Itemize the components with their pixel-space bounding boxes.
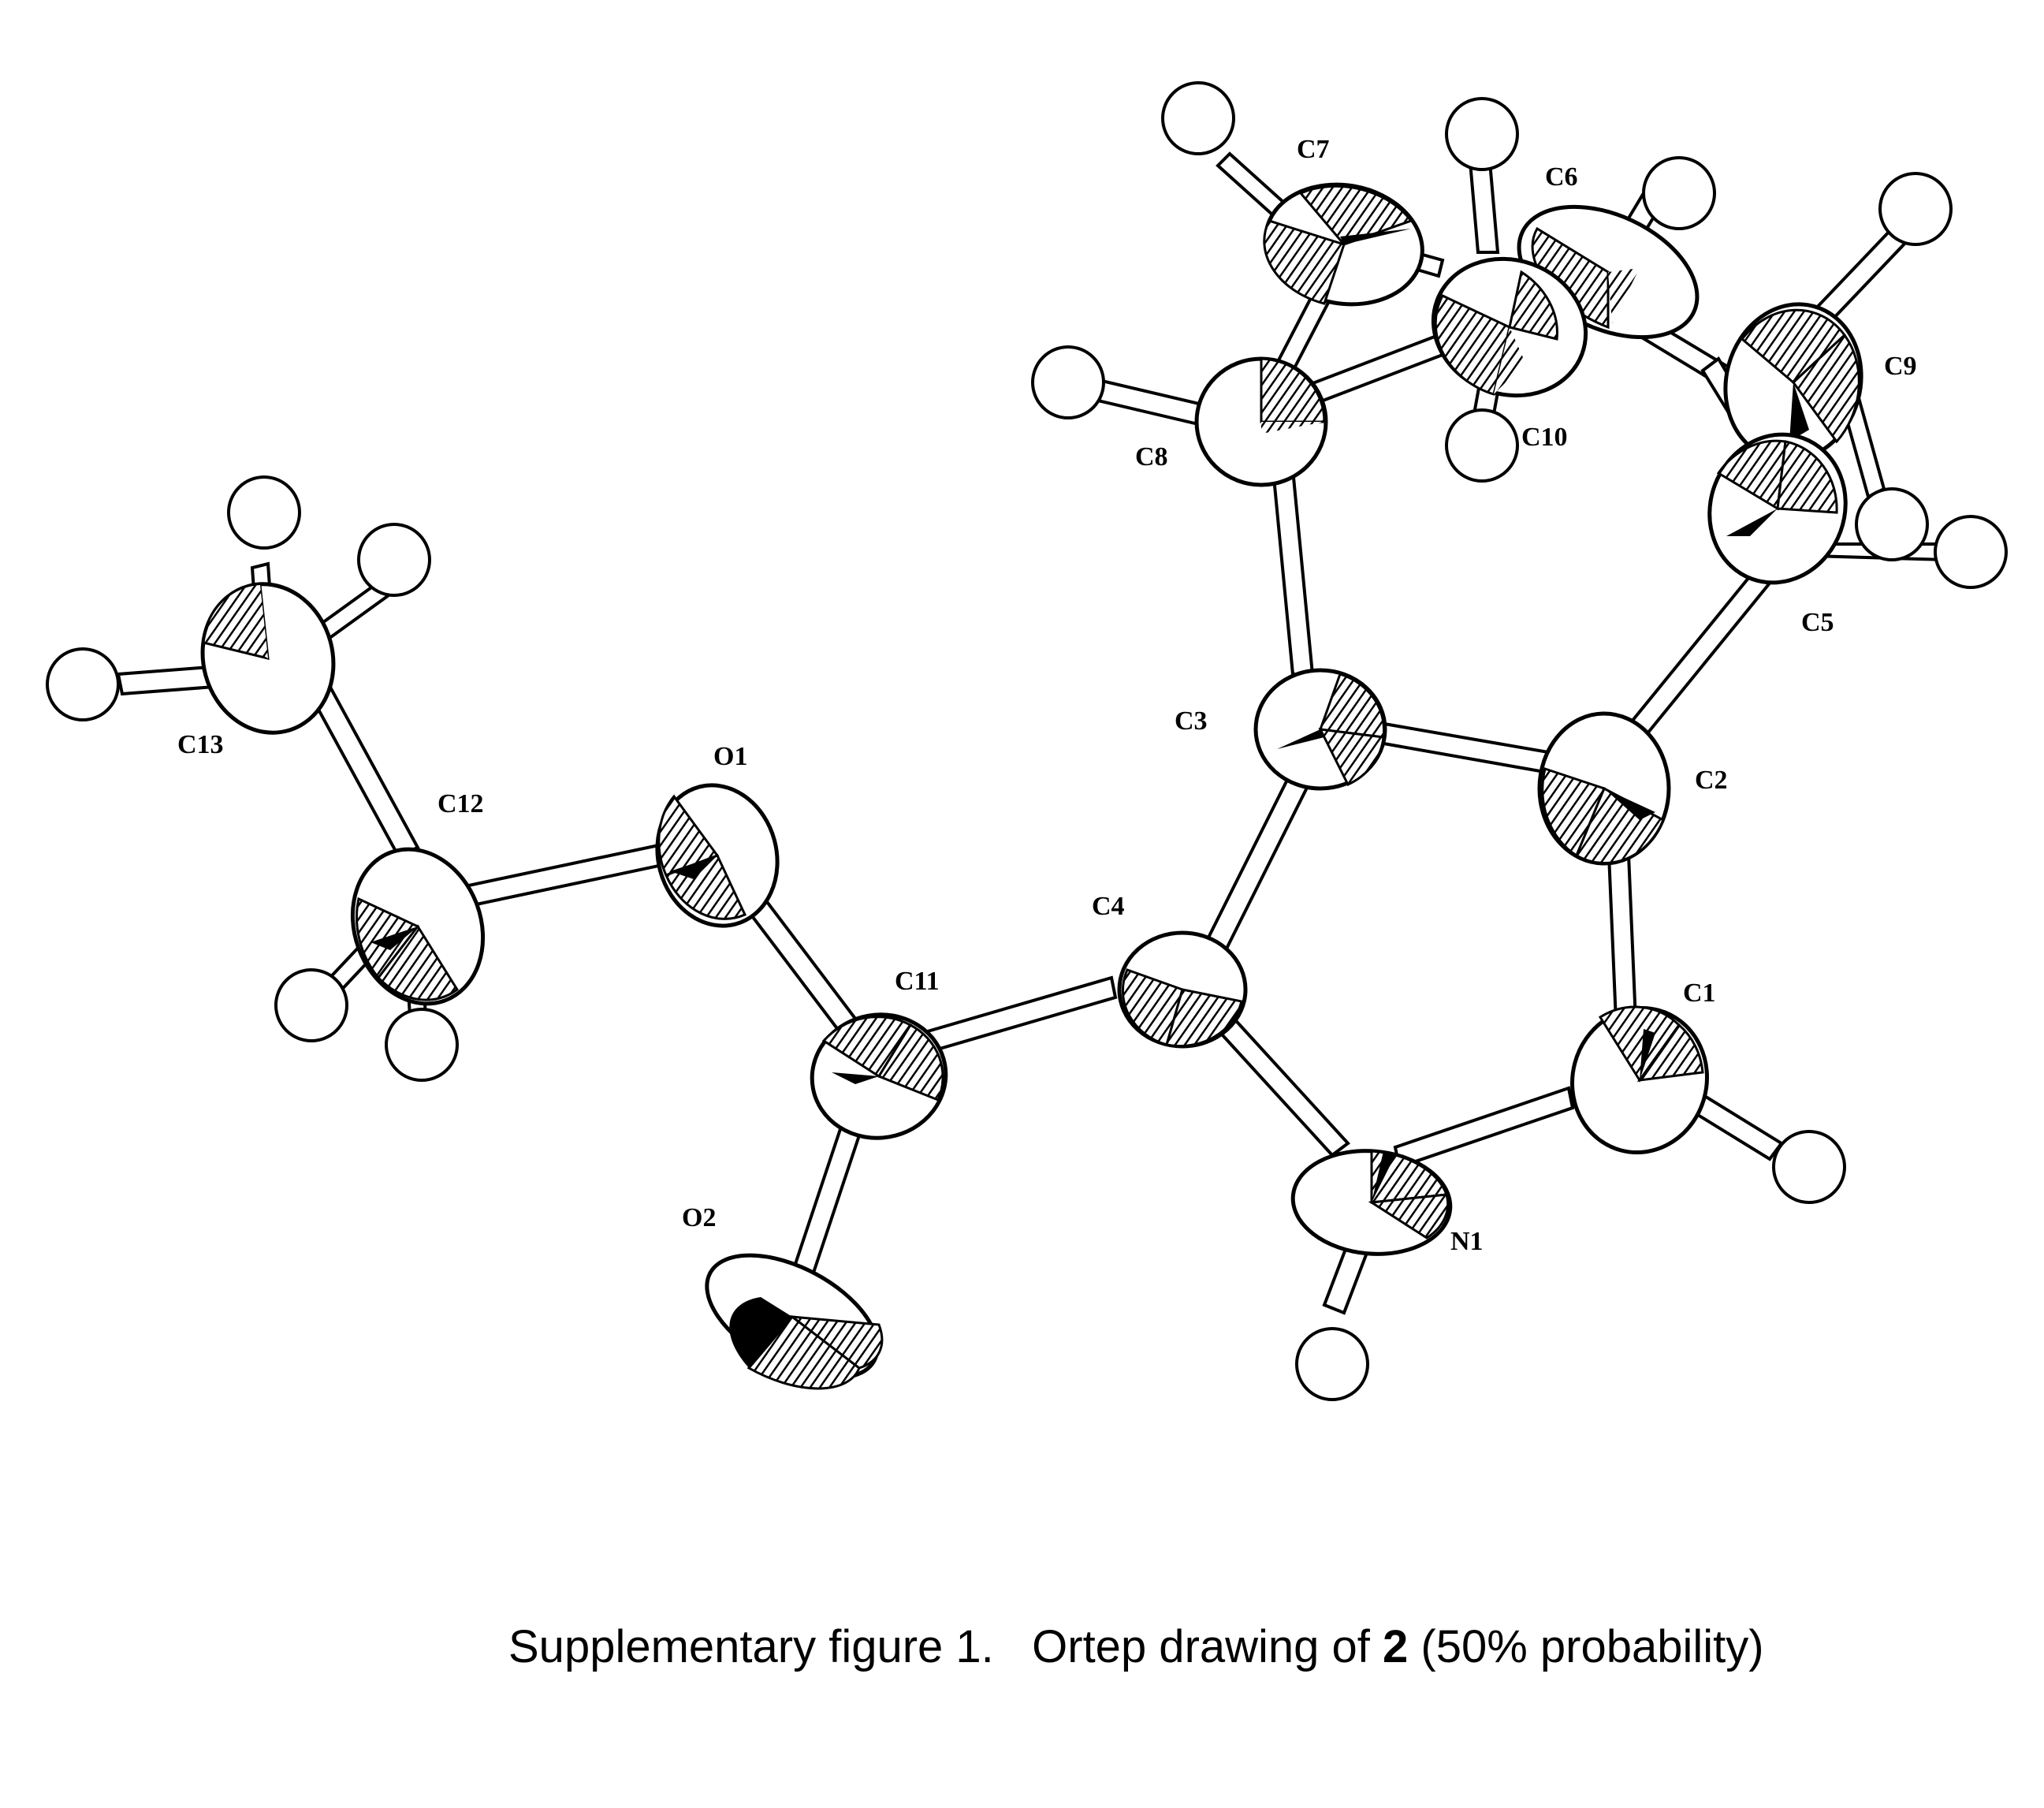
label-c4: C4 bbox=[1092, 892, 1125, 921]
h-c7 bbox=[1161, 81, 1235, 155]
h-c9-bottom bbox=[1855, 487, 1929, 561]
h-c12-bottom bbox=[385, 1008, 459, 1082]
atom-c13 bbox=[200, 582, 336, 735]
bond-c9-h-up bbox=[1811, 226, 1910, 326]
label-o1: O1 bbox=[713, 742, 747, 771]
heavy-atoms bbox=[200, 182, 1863, 1390]
h-c13-right bbox=[357, 523, 431, 597]
h-c9-top bbox=[1878, 172, 1953, 246]
bond-c10-h-up bbox=[1468, 160, 1500, 254]
bond-n1-c1 bbox=[1393, 1086, 1575, 1169]
label-c8: C8 bbox=[1135, 442, 1168, 472]
label-n1: N1 bbox=[1450, 1227, 1484, 1256]
h-c8 bbox=[1031, 345, 1105, 419]
atom-c10 bbox=[1431, 256, 1588, 398]
h-c13-left bbox=[46, 647, 120, 721]
atom-c9 bbox=[1723, 302, 1863, 463]
atom-c2 bbox=[1537, 711, 1671, 866]
label-c12: C12 bbox=[437, 789, 484, 818]
caption-suffix: (50% probability) bbox=[1408, 1621, 1764, 1672]
bond-c8-c10 bbox=[1302, 333, 1445, 408]
label-c11: C11 bbox=[895, 967, 940, 996]
atom-c1 bbox=[1570, 1005, 1709, 1155]
h-c1 bbox=[1772, 1130, 1846, 1204]
h-n1 bbox=[1295, 1327, 1369, 1401]
h-c5 bbox=[1934, 515, 2008, 589]
atom-c4 bbox=[1117, 930, 1248, 1049]
atom-labels: C7 C6 C9 C10 C8 C5 C13 C3 C2 O1 C12 C4 C… bbox=[177, 135, 1917, 1256]
bond-c3-c8 bbox=[1271, 468, 1315, 676]
label-c2: C2 bbox=[1695, 766, 1728, 795]
h-c6 bbox=[1642, 156, 1716, 230]
atom-o1 bbox=[655, 783, 780, 928]
label-c9: C9 bbox=[1884, 352, 1917, 381]
atom-c7 bbox=[1263, 182, 1424, 307]
h-c12-left bbox=[274, 968, 348, 1042]
label-o2: O2 bbox=[682, 1203, 716, 1232]
label-c7: C7 bbox=[1297, 135, 1330, 164]
label-c5: C5 bbox=[1801, 608, 1834, 637]
hydrogen-atoms bbox=[46, 81, 2008, 1401]
atom-c5 bbox=[1707, 432, 1848, 585]
atom-c12 bbox=[350, 847, 486, 1006]
label-c1: C1 bbox=[1683, 979, 1716, 1008]
label-c13: C13 bbox=[177, 730, 224, 759]
atom-c3 bbox=[1253, 668, 1387, 791]
atom-c11 bbox=[810, 1012, 948, 1140]
h-c13-top bbox=[227, 475, 301, 550]
atom-o2 bbox=[705, 1253, 884, 1390]
label-c10: C10 bbox=[1521, 423, 1568, 452]
caption-compound: 2 bbox=[1383, 1621, 1409, 1672]
atom-n1 bbox=[1290, 1149, 1453, 1256]
h-c10-top bbox=[1445, 97, 1519, 171]
label-c3: C3 bbox=[1175, 706, 1208, 736]
h-c10-bottom bbox=[1445, 408, 1519, 483]
figure-caption: Supplementary figure 1. Ortep drawing of… bbox=[508, 1620, 1764, 1673]
atom-c8 bbox=[1194, 356, 1328, 487]
label-c6: C6 bbox=[1545, 162, 1578, 192]
bond-c11-c4 bbox=[920, 975, 1118, 1055]
caption-prefix: Supplementary figure 1. Ortep drawing of bbox=[508, 1621, 1383, 1672]
bond-c12-o1 bbox=[459, 841, 672, 909]
